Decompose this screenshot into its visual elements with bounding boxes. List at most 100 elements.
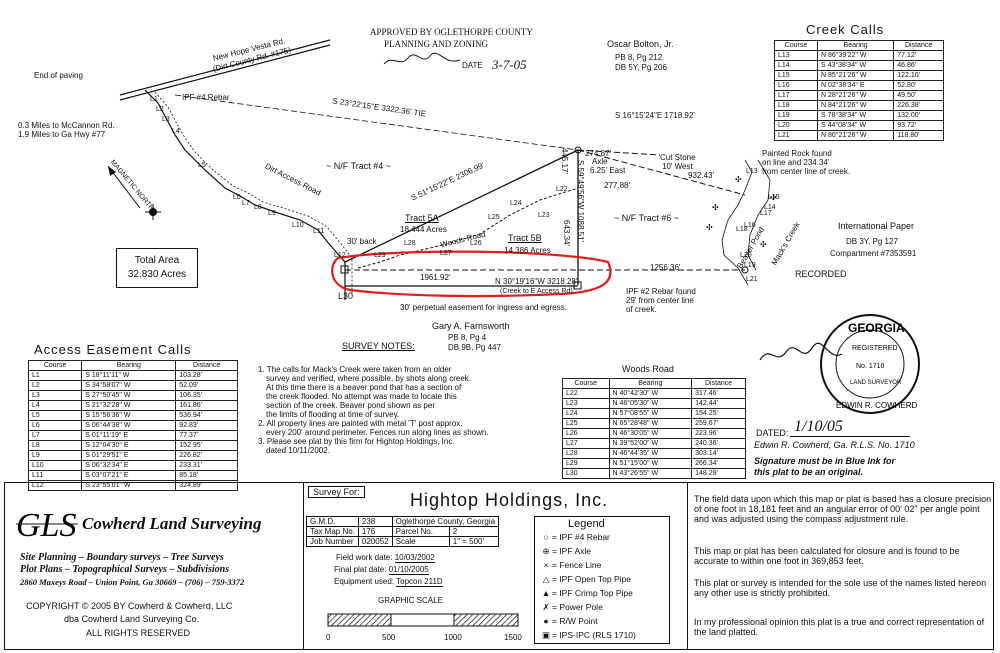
legend-item: ▣= IPS-IPC (RLS 1710) bbox=[540, 630, 636, 641]
distance-cell: 226.82' bbox=[175, 450, 238, 461]
bearing-cell: S 18°11'11" W bbox=[81, 370, 177, 381]
bearing-cell: S 44°08'34" W bbox=[816, 120, 895, 131]
field-work-date: Field work date: 10/03/2002 bbox=[336, 553, 435, 563]
distance-cell: 85.18' bbox=[175, 470, 238, 481]
course-cell: L26 bbox=[562, 428, 610, 439]
title-block bbox=[4, 482, 994, 650]
distance-cell: 46.86' bbox=[893, 60, 944, 71]
painted-rock-line2: on line and 234.34' bbox=[762, 158, 830, 167]
bearing-cell: N 84°21'26" W bbox=[816, 100, 895, 111]
course-label: L8 bbox=[254, 204, 262, 211]
easement-label: 30' perpetual easement for ingress and e… bbox=[400, 303, 567, 312]
road-line bbox=[119, 39, 331, 96]
corner-marker bbox=[574, 146, 582, 154]
owner-intl: International Paper bbox=[838, 221, 915, 231]
bearing-cell: N 46°30'05" W bbox=[608, 428, 693, 439]
creek-calls-title: Creek Calls bbox=[806, 22, 885, 37]
course-cell: L30 bbox=[562, 468, 610, 479]
legend-title: Legend bbox=[568, 518, 605, 530]
ipf-rebar2-line3: of creek. bbox=[626, 305, 657, 314]
course-label: L15 bbox=[768, 194, 780, 201]
survey-note: 3. Please see plat by this firm for High… bbox=[258, 437, 455, 446]
recorded-stamp: RECORDED bbox=[795, 269, 847, 279]
distance-cell: 303.14' bbox=[691, 448, 746, 459]
course-cell: L12 bbox=[27, 480, 83, 491]
course-label: L2 bbox=[156, 106, 164, 113]
end-paving-label: End of paving bbox=[34, 71, 83, 80]
survey-for-label: Survey For: bbox=[308, 486, 365, 498]
legend-symbol-icon: ○ bbox=[543, 532, 549, 542]
boundary-line bbox=[577, 149, 746, 196]
bearing-cell: S 23°55'01" W bbox=[81, 480, 177, 491]
services-line1: Site Planning – Boundary surveys – Tree … bbox=[20, 552, 224, 563]
scale-label: Scale bbox=[391, 536, 450, 547]
job-label: Job Number bbox=[306, 536, 359, 547]
course-cell: L10 bbox=[27, 460, 83, 471]
tax-map-value: 176 bbox=[357, 526, 393, 537]
bearing-cell: S 27°50'45" W bbox=[81, 390, 177, 401]
owner-intl-comp: Compartment #7353591 bbox=[830, 249, 917, 258]
legend-symbol-icon: ▲ bbox=[541, 588, 551, 598]
creek-line bbox=[721, 159, 753, 286]
distance-cell: 233.31' bbox=[175, 460, 238, 471]
blue-ink-note: Signature must be in Blue Ink for bbox=[754, 456, 896, 466]
distance-cell: 118.80' bbox=[893, 130, 944, 141]
equipment: Equipment used: Topcon 211D bbox=[334, 577, 443, 587]
bearing-cell: N 46°44'35" W bbox=[608, 448, 693, 459]
services-line2: Plot Plans – Topographical Surveys – Sub… bbox=[20, 564, 230, 575]
scale-mark: 500 bbox=[382, 633, 396, 642]
distance-cell: 240.36' bbox=[691, 438, 746, 449]
bearing-cell: S 06°44'38" W bbox=[81, 420, 177, 431]
tract5b-acres: 14.386 Acres bbox=[504, 246, 551, 255]
all-rights: ALL RIGHTS RESERVED bbox=[86, 628, 191, 638]
distance-cell: 103.28' bbox=[175, 370, 238, 381]
compass-star bbox=[145, 204, 161, 220]
logo-monogram: GLS bbox=[16, 507, 76, 544]
bearing-cell: N 39°52'00" W bbox=[608, 438, 693, 449]
course-label: L14 bbox=[764, 204, 776, 211]
survey-note: the creek flooded. No attempt was made t… bbox=[266, 392, 457, 401]
company-logo: GLS bbox=[16, 507, 78, 544]
bearing-cell: S 43°38'34" W bbox=[816, 60, 895, 71]
axle-offset: 6.25' East bbox=[590, 166, 626, 175]
course-label: L7 bbox=[242, 200, 250, 207]
svg-text:✣: ✣ bbox=[760, 240, 767, 249]
distance-445: 445.17' bbox=[560, 148, 569, 174]
distance-cell: 49.50' bbox=[893, 90, 944, 101]
tract5b-label: Tract 5B bbox=[508, 233, 542, 243]
field-date-value: 10/03/2002 bbox=[394, 553, 435, 563]
course-cell: L28 bbox=[562, 448, 610, 459]
distance-cell: 259.67' bbox=[691, 418, 746, 429]
course-label: L12 bbox=[334, 252, 346, 259]
corner-marker bbox=[573, 281, 582, 290]
distance-cell: 132.00' bbox=[893, 110, 944, 121]
course-cell: L3 bbox=[27, 390, 83, 401]
legend-symbol-icon: × bbox=[543, 560, 549, 570]
course-cell: L13 bbox=[774, 50, 818, 61]
distance-cell: 52.80' bbox=[893, 80, 944, 91]
survey-note: dated 10/11/2002. bbox=[266, 446, 330, 455]
distance-mccannon: 0.3 Miles to McCannon Rd. bbox=[18, 121, 115, 130]
course-label: L17 bbox=[760, 210, 772, 217]
legend-symbol-icon: ⊕ bbox=[542, 546, 550, 556]
scale-mark: 1000 bbox=[444, 633, 462, 642]
table-header: Bearing bbox=[608, 378, 693, 389]
graphic-scale-title: GRAPHIC SCALE bbox=[378, 596, 443, 605]
equipment-label: Equipment used: bbox=[334, 577, 395, 586]
bearing-1088: S 59°49'56"W 1088.51' bbox=[576, 160, 585, 243]
divider bbox=[687, 483, 688, 649]
legend-item: ●= R/W Point bbox=[540, 616, 597, 626]
course-cell: L18 bbox=[774, 100, 818, 111]
owner-gary-pb: PB 8, Pg 4 bbox=[448, 333, 487, 342]
legend-item: △= IPF Open Top Pipe bbox=[540, 574, 631, 585]
